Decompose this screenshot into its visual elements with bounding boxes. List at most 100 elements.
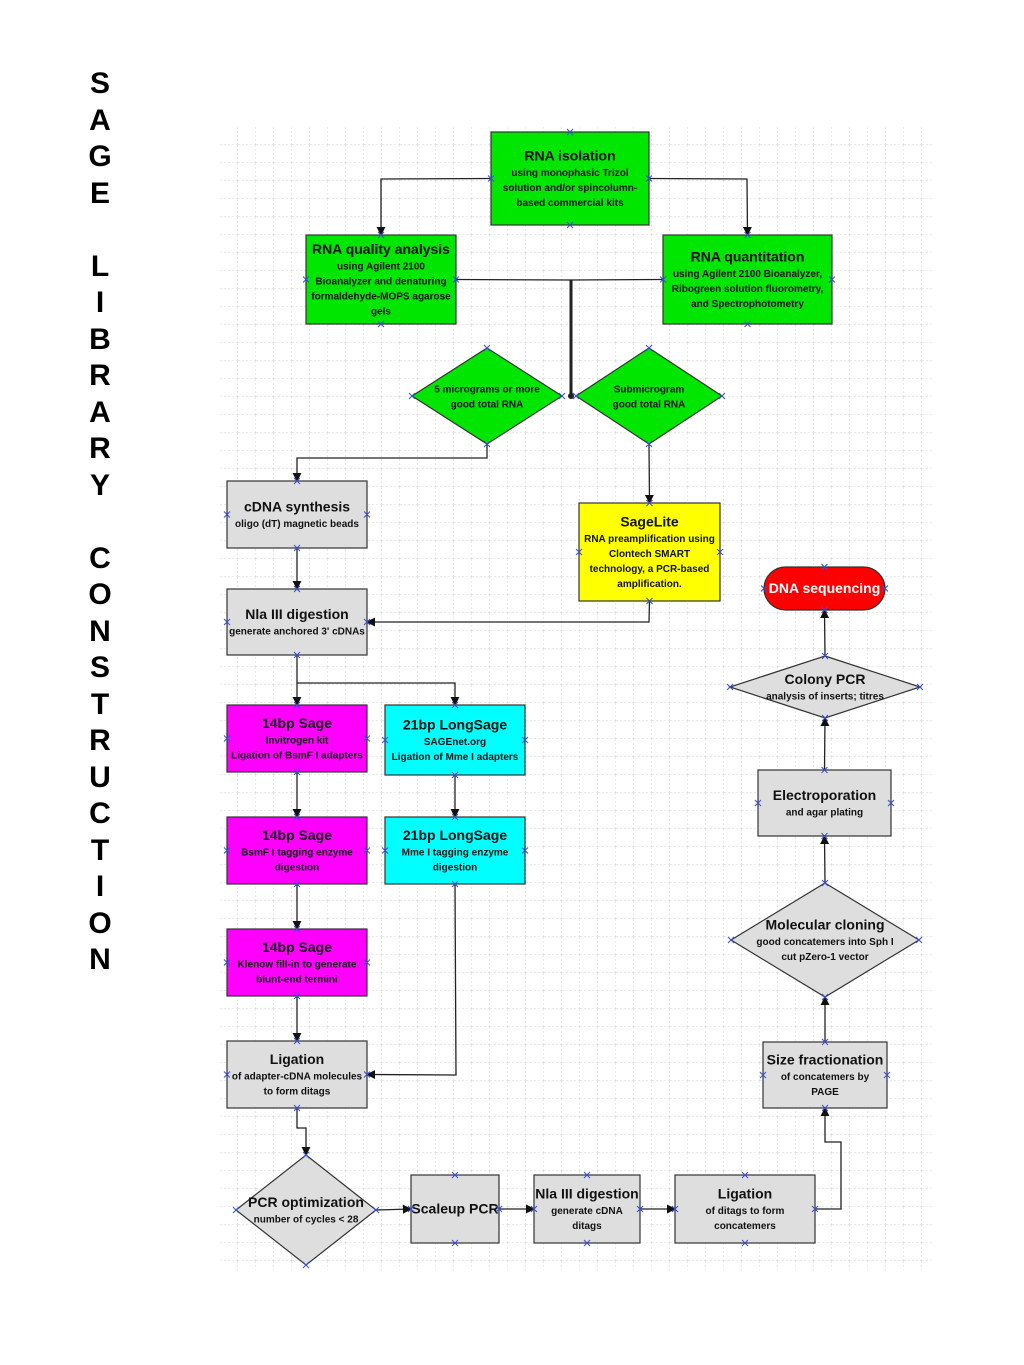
node-subtitle: generate cDNA	[551, 1206, 623, 1217]
connection-point-marker	[558, 392, 566, 400]
node-title: PCR optimization	[248, 1194, 364, 1210]
dna-sequencing-node: DNA sequencing	[763, 566, 886, 611]
node-subtitle: to form ditags	[264, 1086, 331, 1097]
title-letter: R	[89, 724, 111, 757]
connection-point-marker	[821, 652, 829, 660]
connection-point-marker	[726, 683, 734, 691]
connection-point-marker	[636, 1205, 644, 1213]
connection-point-marker	[646, 597, 653, 605]
junction-dot	[568, 393, 574, 399]
node-subtitle: good total RNA	[613, 399, 686, 410]
node-subtitle: generate anchored 3' cDNAs	[229, 626, 365, 637]
connection-point-marker	[530, 1205, 538, 1213]
edge-isolation-to-quality	[376, 177, 492, 236]
connection-point-marker	[760, 585, 768, 592]
node-subtitle: gels	[371, 306, 391, 317]
connection-point-marker	[223, 735, 231, 742]
node-subtitle: Ligation of Mme I adapters	[392, 752, 519, 763]
title-letter: R	[89, 432, 111, 465]
title-letter: B	[89, 322, 111, 356]
connection-point-marker	[754, 799, 762, 807]
connection-point-marker	[821, 714, 829, 722]
connection-point-marker	[293, 813, 301, 821]
node-subtitle: using monophasic Trizol	[511, 168, 628, 179]
connection-point-marker	[583, 1171, 591, 1179]
box-shape	[384, 816, 526, 885]
connection-point-marker	[821, 563, 828, 571]
connection-point-marker	[741, 1171, 749, 1179]
connection-point-marker	[583, 1239, 591, 1247]
connection-point-layer	[223, 128, 924, 1269]
connection-point-marker	[483, 440, 491, 448]
node-subtitle: amplification.	[617, 579, 682, 590]
box-shape	[410, 1174, 500, 1244]
box-shape	[226, 704, 368, 773]
title-letter: G	[88, 140, 112, 173]
title-letter: O	[88, 906, 112, 940]
connection-point-marker	[293, 880, 301, 888]
connection-point-marker	[223, 511, 231, 518]
title-letter: S	[89, 651, 110, 684]
connection-point-marker	[451, 1171, 459, 1179]
node-subtitle: of concatemers by	[781, 1072, 870, 1083]
connection-point-marker	[716, 548, 724, 556]
node-title: Nla III digestion	[245, 606, 348, 622]
node-subtitle: Ligation of BsmF I adapters	[231, 750, 363, 761]
connection-point-marker	[293, 992, 301, 1000]
node-subtitle: good concatemers into Sph I	[756, 937, 893, 948]
title-letter: T	[90, 687, 110, 721]
title-letter: A	[89, 395, 111, 429]
connection-point-marker	[821, 606, 828, 614]
box-shape	[490, 131, 650, 226]
connection-point-marker	[759, 1071, 767, 1079]
node-subtitle: oligo (dT) magnetic beads	[235, 519, 359, 530]
connection-point-marker	[495, 1205, 503, 1213]
connection-point-marker	[381, 847, 389, 854]
edge-ligation-b-to-size	[815, 1107, 842, 1210]
edge-ligation-to-pcr-opt	[296, 1108, 311, 1156]
title-letter: L	[90, 249, 110, 283]
box-shape	[226, 480, 368, 549]
connection-point-marker	[363, 735, 371, 742]
node-subtitle: using Agilent 2100	[337, 261, 425, 272]
edge-sub-to-sagelite	[644, 443, 654, 504]
connection-point-marker	[828, 276, 836, 283]
nla-digestion-node: Nla III digestion generate anchored 3' cD…	[226, 588, 368, 656]
title-letter: I	[95, 286, 105, 319]
connection-point-marker	[659, 276, 667, 283]
connection-point-marker	[521, 736, 529, 744]
title-letter: S	[89, 67, 110, 100]
edge-cloning-to-electro	[820, 835, 830, 884]
node-subtitle: and agar plating	[786, 807, 863, 818]
node-title: cDNA synthesis	[244, 498, 350, 514]
node-subtitle: blunt-end termini	[256, 974, 338, 985]
node-subtitle: formaldehyde-MOPS agarose	[311, 291, 451, 302]
node-title: 14bp Sage	[262, 715, 332, 731]
connection-point-marker	[718, 392, 726, 400]
connection-point-marker	[377, 231, 385, 239]
connection-point-marker	[887, 799, 895, 807]
connection-point-marker	[293, 585, 301, 593]
title-letter: E	[89, 176, 110, 210]
edge-electro-to-colony	[820, 717, 830, 771]
connection-point-marker	[744, 231, 751, 239]
edge-longsage-b-to-ligation	[366, 883, 457, 1080]
connection-point-marker	[821, 832, 828, 840]
connection-point-marker	[821, 1104, 829, 1112]
connection-point-marker	[915, 936, 923, 944]
title-letter: T	[90, 833, 110, 867]
node-subtitle: SAGEnet.org	[424, 737, 486, 748]
connection-point-marker	[407, 1205, 415, 1213]
node-title: Colony PCR	[785, 671, 866, 687]
connection-point-marker	[363, 618, 371, 626]
